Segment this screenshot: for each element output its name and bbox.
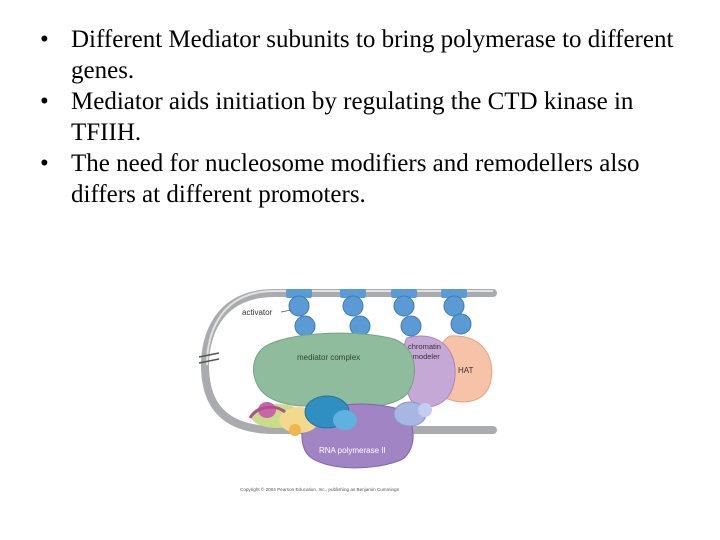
- mediator-diagram-svg: activator HAT chromatin remodeler mediat…: [198, 289, 497, 492]
- copyright-text: Copyright © 2004 Pearson Education, Inc.…: [240, 486, 400, 492]
- bullet-item: • The need for nucleosome modifiers and r…: [40, 148, 690, 210]
- bullet-item: • Mediator aids initiation by regulating …: [40, 86, 690, 148]
- dna-break-mark: [198, 352, 220, 358]
- activator-protein: [288, 295, 310, 317]
- bullet-dot: •: [40, 26, 49, 53]
- bullet-text: Different Mediator subunits to bring pol…: [71, 26, 674, 84]
- chromatin-label-line1: chromatin: [408, 342, 441, 351]
- dna-break-mark: [198, 358, 220, 364]
- tbp-protein: [248, 405, 286, 419]
- bullet-dot: •: [40, 88, 49, 115]
- activator-protein: [294, 315, 316, 337]
- activator-site: [391, 289, 417, 298]
- tf-protein: [333, 410, 357, 430]
- bullet-dot: •: [40, 150, 49, 177]
- dna-strand: [200, 289, 497, 434]
- activator-label: activator: [242, 308, 273, 317]
- activator-site: [286, 289, 312, 298]
- rna-polymerase-label: RNA polymerase II: [319, 446, 386, 455]
- tf-protein: [289, 424, 301, 436]
- activator-site: [441, 289, 467, 298]
- tf-protein: [418, 403, 432, 417]
- activator-protein: [342, 295, 364, 317]
- hat-label: HAT: [458, 366, 474, 375]
- mediator-label: mediator complex: [297, 353, 360, 362]
- mediator-complex: [253, 332, 415, 408]
- bullet-text: Mediator aids initiation by regulating t…: [71, 88, 634, 146]
- activator-protein: [443, 295, 465, 317]
- bullet-item: • Different Mediator subunits to bring po…: [40, 24, 690, 86]
- mediator-diagram: activator HAT chromatin remodeler mediat…: [195, 280, 505, 500]
- chromatin-label-line2: remodeler: [406, 352, 440, 361]
- bullet-list: • Different Mediator subunits to bring po…: [40, 24, 690, 210]
- activator-protein: [393, 295, 415, 317]
- activator-protein: [400, 315, 422, 337]
- activator-site: [340, 289, 366, 298]
- bullet-text: The need for nucleosome modifiers and re…: [71, 150, 640, 208]
- activator-protein: [450, 313, 472, 335]
